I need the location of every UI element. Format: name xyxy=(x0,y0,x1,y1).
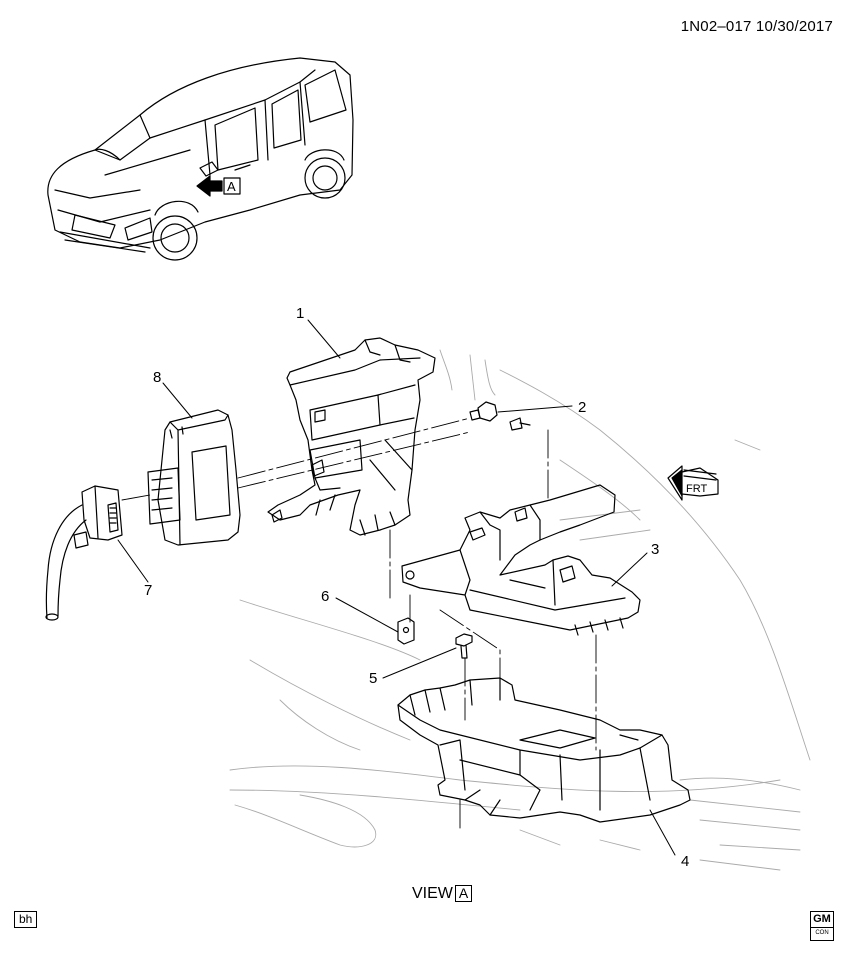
front-direction-arrow xyxy=(667,465,719,501)
part-6-clip xyxy=(397,617,415,645)
part-1-bracket xyxy=(267,337,436,536)
part-4-lower-tray xyxy=(397,677,691,823)
car-view-marker-letter: A xyxy=(227,179,236,194)
header-reference: 1N02–017 10/30/2017 xyxy=(680,18,833,35)
callout-5: 5 xyxy=(369,670,377,687)
view-letter: A xyxy=(454,885,473,902)
part-5-bolt xyxy=(455,633,473,659)
callout-1: 1 xyxy=(296,305,304,322)
callout-3: 3 xyxy=(651,541,659,558)
author-tag: bh xyxy=(14,911,38,928)
gm-logo-bottom: CON xyxy=(815,930,829,936)
callout-6: 6 xyxy=(321,588,329,605)
callout-2: 2 xyxy=(578,399,586,416)
leader-lines xyxy=(117,319,676,856)
callout-4: 4 xyxy=(681,853,689,870)
part-7-harness-connector xyxy=(45,485,123,621)
view-arrow-marker xyxy=(196,175,241,197)
gm-logo-top: GM xyxy=(811,912,833,928)
vehicle-illustration xyxy=(47,57,354,261)
assembly-centerlines xyxy=(121,417,597,831)
part-2-push-pin xyxy=(469,401,531,431)
view-prefix: VIEW xyxy=(412,885,453,902)
floor-outline xyxy=(229,349,811,871)
part-8-module xyxy=(147,409,241,546)
front-label: FRT xyxy=(686,483,707,495)
callout-8: 8 xyxy=(153,369,161,386)
gm-logo: GM CON xyxy=(810,911,834,941)
part-3-upper-tray xyxy=(401,484,641,636)
callout-7: 7 xyxy=(144,582,152,599)
